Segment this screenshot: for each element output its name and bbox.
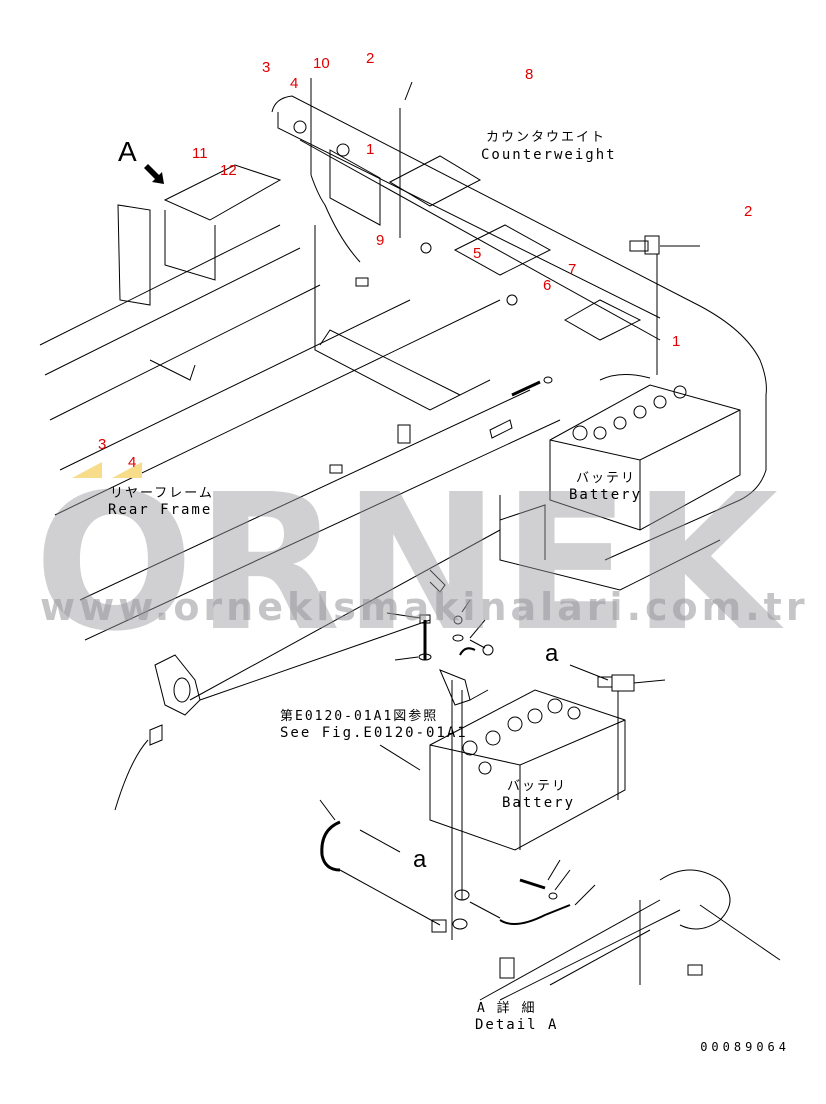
see-fig-label-en: See Fig.E0120-01A1 bbox=[280, 725, 468, 741]
callout-11: 11 bbox=[192, 145, 208, 162]
connector-marker-a-top: a bbox=[545, 640, 559, 667]
watermark-accent-left bbox=[72, 462, 102, 478]
battery-upper-label-jp: バッテリ bbox=[576, 471, 637, 486]
counterweight-label-en: Counterweight bbox=[481, 147, 617, 163]
callout-2: 2 bbox=[744, 203, 753, 220]
callout-8: 8 bbox=[525, 66, 534, 83]
connector-marker-a-bottom: a bbox=[413, 846, 427, 873]
document-number: 00089064 bbox=[700, 1040, 790, 1054]
callout-12: 12 bbox=[220, 162, 237, 179]
arrow-down-right-icon bbox=[144, 164, 164, 184]
watermark-accent-right bbox=[112, 462, 142, 478]
callout-3: 3 bbox=[98, 436, 107, 453]
callout-4: 4 bbox=[290, 75, 299, 92]
callout-1: 1 bbox=[672, 333, 681, 350]
callout-2: 2 bbox=[366, 50, 375, 67]
callout-10: 10 bbox=[313, 55, 330, 72]
rear-frame-label-jp: リヤーフレーム bbox=[110, 486, 214, 501]
see-fig-label-jp: 第E0120-01A1図参照 bbox=[280, 709, 439, 724]
rear-frame-label-en: Rear Frame bbox=[108, 502, 213, 518]
callout-5: 5 bbox=[473, 245, 482, 262]
callout-3: 3 bbox=[262, 59, 271, 76]
callout-7: 7 bbox=[568, 261, 577, 278]
detail-a-label-en: Detail A bbox=[475, 1017, 559, 1033]
counterweight-label-jp: カウンタウエイト bbox=[486, 130, 607, 145]
detail-a-label-jp: A 詳 細 bbox=[477, 1001, 537, 1016]
battery-lower-label-en: Battery bbox=[502, 795, 576, 811]
callout-4: 4 bbox=[128, 454, 137, 471]
battery-lower-label-jp: バッテリ bbox=[507, 779, 568, 794]
callout-1: 1 bbox=[366, 141, 375, 158]
view-marker-a: A bbox=[118, 136, 137, 167]
battery-upper-label-en: Battery bbox=[569, 487, 643, 503]
callout-6: 6 bbox=[543, 277, 552, 294]
callout-9: 9 bbox=[376, 232, 385, 249]
